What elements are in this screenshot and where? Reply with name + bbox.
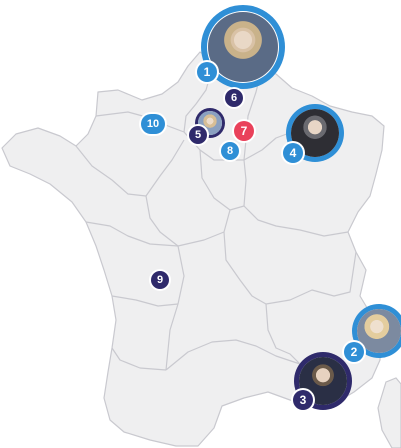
marker-6-label: 6 [230,92,238,104]
marker-9[interactable]: 9 [151,271,169,289]
marker-4-badge[interactable]: 4 [283,143,303,163]
marker-5-badge[interactable]: 5 [189,126,207,144]
marker-3-label: 3 [299,393,307,407]
candidate-1-photo [208,12,278,82]
marker-8-label: 8 [226,145,234,157]
marker-6[interactable]: 6 [225,89,243,107]
marker-4-label: 4 [289,146,297,160]
marker-7-label: 7 [240,124,248,138]
marker-8[interactable]: 8 [221,142,239,160]
marker-3-badge[interactable]: 3 [293,390,313,410]
marker-2-badge[interactable]: 2 [344,342,364,362]
marker-9-label: 9 [156,274,164,286]
marker-10[interactable]: 10 [141,114,165,134]
candidate-2-portrait[interactable] [352,304,401,358]
marker-5-label: 5 [194,129,202,141]
candidate-1-portrait[interactable] [201,5,285,89]
marker-2-label: 2 [350,345,358,359]
marker-10-label: 10 [146,118,160,130]
marker-1-badge[interactable]: 1 [197,62,217,82]
candidate-4-portrait[interactable] [286,104,344,162]
candidate-2-photo [357,309,401,353]
marker-7[interactable]: 7 [234,121,254,141]
marker-1-label: 1 [203,65,211,79]
corsica [377,377,401,448]
